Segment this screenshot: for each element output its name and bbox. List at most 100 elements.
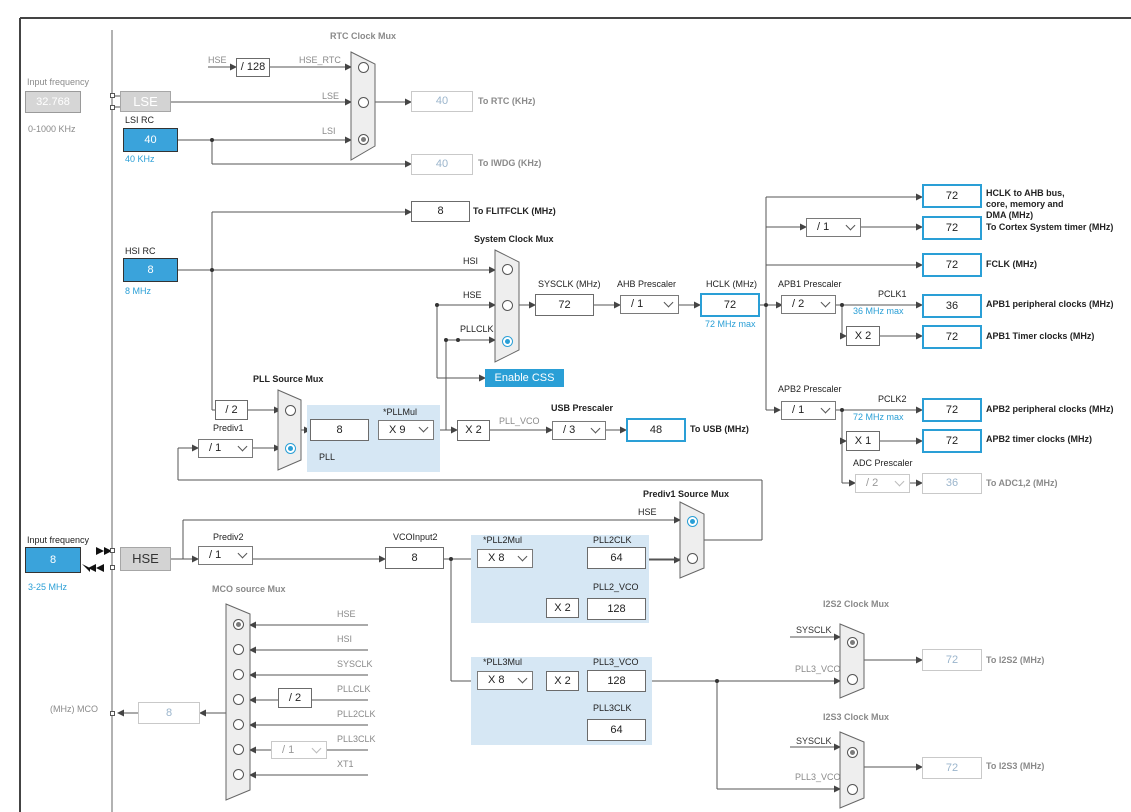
mco-pll3-div-select[interactable]: / 1 — [271, 741, 327, 759]
apb1-periph-label: APB1 peripheral clocks (MHz) — [986, 299, 1114, 309]
adc-prescaler-select[interactable]: / 2 — [855, 474, 910, 493]
mco-radio-pllclk[interactable] — [233, 694, 244, 705]
pclk2-max: 72 MHz max — [853, 412, 904, 422]
prediv1-source-mux-shape — [679, 501, 705, 579]
iwdg-output-label: To IWDG (KHz) — [478, 158, 542, 168]
mco-pll-div: / 2 — [278, 688, 312, 708]
hse-pin-in — [110, 548, 115, 553]
mco-in-hse: HSE — [337, 609, 356, 619]
cortex-divider-select[interactable]: / 1 — [806, 218, 861, 237]
mco-mux-title: MCO source Mux — [212, 584, 286, 594]
usb-prescaler-value: / 3 — [563, 424, 576, 436]
chevron-down-icon — [237, 441, 248, 452]
hse-rtc-divider[interactable]: / 128 — [236, 58, 270, 77]
pll-source-radio-hse[interactable] — [285, 443, 296, 454]
apb1-prescaler-value: / 2 — [792, 298, 805, 310]
ahb-bus-label: HCLK to AHB bus, core, memory and DMA (M… — [986, 188, 1065, 220]
pll-name: PLL — [319, 452, 336, 462]
vcoinput2-value: 8 — [385, 547, 444, 569]
pll-input-value: 8 — [310, 419, 369, 441]
mco-radio-pll3clk[interactable] — [233, 744, 244, 755]
mco-radio-sysclk[interactable] — [233, 669, 244, 680]
i2s2-radio-pll3vco[interactable] — [847, 674, 858, 685]
pll-mul-select[interactable]: X 9 — [378, 420, 434, 440]
pclk2-label: PCLK2 — [878, 394, 907, 404]
pll3-mul-value: X 8 — [488, 674, 505, 686]
prediv1-select[interactable]: / 1 — [198, 439, 253, 458]
sysclk-radio-hse[interactable] — [502, 300, 513, 311]
pll3clk-value: 64 — [587, 719, 646, 741]
enable-css-button[interactable]: Enable CSS — [485, 369, 564, 387]
adc-prescaler-label: ADC Prescaler — [853, 458, 913, 468]
ahb-prescaler-select[interactable]: / 1 — [620, 295, 679, 314]
pll3-vco-label: PLL3_VCO — [593, 657, 639, 667]
pll-source-mux-shape — [277, 389, 302, 471]
i2s3-radio-pll3vco[interactable] — [847, 784, 858, 795]
chevron-down-icon — [820, 403, 831, 414]
cortex-timer-value: 72 — [922, 216, 982, 240]
pll-mul-value: X 9 — [389, 424, 406, 436]
apb1-timer-multiplier: X 2 — [846, 326, 880, 346]
prediv1-value: / 1 — [209, 442, 222, 454]
hclk-max: 72 MHz max — [705, 319, 756, 329]
pll2-x2: X 2 — [546, 598, 579, 618]
sysclk-value: 72 — [535, 294, 594, 316]
pll2-mul-label: *PLL2Mul — [483, 535, 523, 545]
chevron-down-icon — [590, 423, 601, 434]
lsi-value[interactable]: 40 — [123, 128, 178, 152]
prediv1-source-radio-pll2[interactable] — [687, 553, 698, 564]
rtc-output-label: To RTC (KHz) — [478, 96, 536, 106]
sysclk-radio-pllclk[interactable] — [502, 336, 513, 347]
prediv2-label: Prediv2 — [213, 532, 244, 542]
apb1-prescaler-select[interactable]: / 2 — [781, 295, 836, 314]
adc-prescaler-value: / 2 — [866, 477, 879, 489]
prediv1-source-radio-hse[interactable] — [687, 516, 698, 527]
prediv2-select[interactable]: / 1 — [198, 546, 253, 565]
i2s2-in-sysclk: SYSCLK — [796, 625, 832, 635]
i2s3-output-value: 72 — [922, 757, 982, 779]
hclk-value[interactable]: 72 — [700, 293, 760, 317]
mco-radio-xt1[interactable] — [233, 769, 244, 780]
apb2-prescaler-select[interactable]: / 1 — [781, 401, 836, 420]
usb-prescaler-select[interactable]: / 3 — [552, 421, 606, 440]
rtc-lsi-label: LSI — [322, 126, 336, 136]
mco-pll3-div-value: / 1 — [282, 744, 295, 756]
hse-pin-out — [110, 565, 115, 570]
apb1-timer-value: 72 — [922, 325, 982, 349]
chevron-down-icon — [820, 297, 831, 308]
pll3clk-label: PLL3CLK — [593, 703, 632, 713]
chevron-down-icon — [418, 422, 429, 433]
rtc-lse-label: LSE — [322, 91, 340, 101]
pll-source-radio-hsi[interactable] — [285, 405, 296, 416]
pll3-mul-label: *PLL3Mul — [483, 657, 523, 667]
hsi-value[interactable]: 8 — [123, 258, 178, 282]
apb1-timer-label: APB1 Timer clocks (MHz) — [986, 331, 1095, 341]
pll3-mul-select[interactable]: X 8 — [477, 671, 533, 690]
pll2clk-value: 64 — [587, 547, 646, 569]
hse-frequency-input[interactable]: 8 — [25, 547, 81, 573]
rtc-radio-lsi[interactable] — [358, 134, 369, 145]
pclk1-max: 36 MHz max — [853, 306, 904, 316]
ahb-bus-value: 72 — [922, 184, 982, 208]
lse-source[interactable]: LSE — [120, 91, 171, 112]
pll2-mul-select[interactable]: X 8 — [477, 549, 533, 568]
lse-pin-out — [110, 105, 115, 110]
hse-range-label: 3-25 MHz — [28, 582, 68, 592]
pll3-vco-value: 128 — [587, 670, 646, 692]
mco-radio-hse[interactable] — [233, 619, 244, 630]
mco-radio-pll2clk[interactable] — [233, 719, 244, 730]
sysclk-radio-hsi[interactable] — [502, 264, 513, 275]
prediv1-source-in-hse: HSE — [638, 507, 657, 517]
lse-input-label: Input frequency — [27, 77, 90, 87]
prediv1-label: Prediv1 — [213, 423, 244, 433]
iwdg-output-value: 40 — [411, 154, 473, 175]
lse-frequency-input[interactable]: 32.768 — [25, 91, 81, 113]
cortex-divider-value: / 1 — [817, 221, 830, 233]
rtc-radio-lse[interactable] — [358, 97, 369, 108]
mco-output-value: 8 — [138, 702, 200, 724]
mco-radio-hsi[interactable] — [233, 644, 244, 655]
rtc-radio-hse[interactable] — [358, 62, 369, 73]
i2s3-radio-sysclk[interactable] — [847, 747, 858, 758]
hse-source[interactable]: HSE — [120, 547, 171, 571]
i2s2-radio-sysclk[interactable] — [847, 637, 858, 648]
